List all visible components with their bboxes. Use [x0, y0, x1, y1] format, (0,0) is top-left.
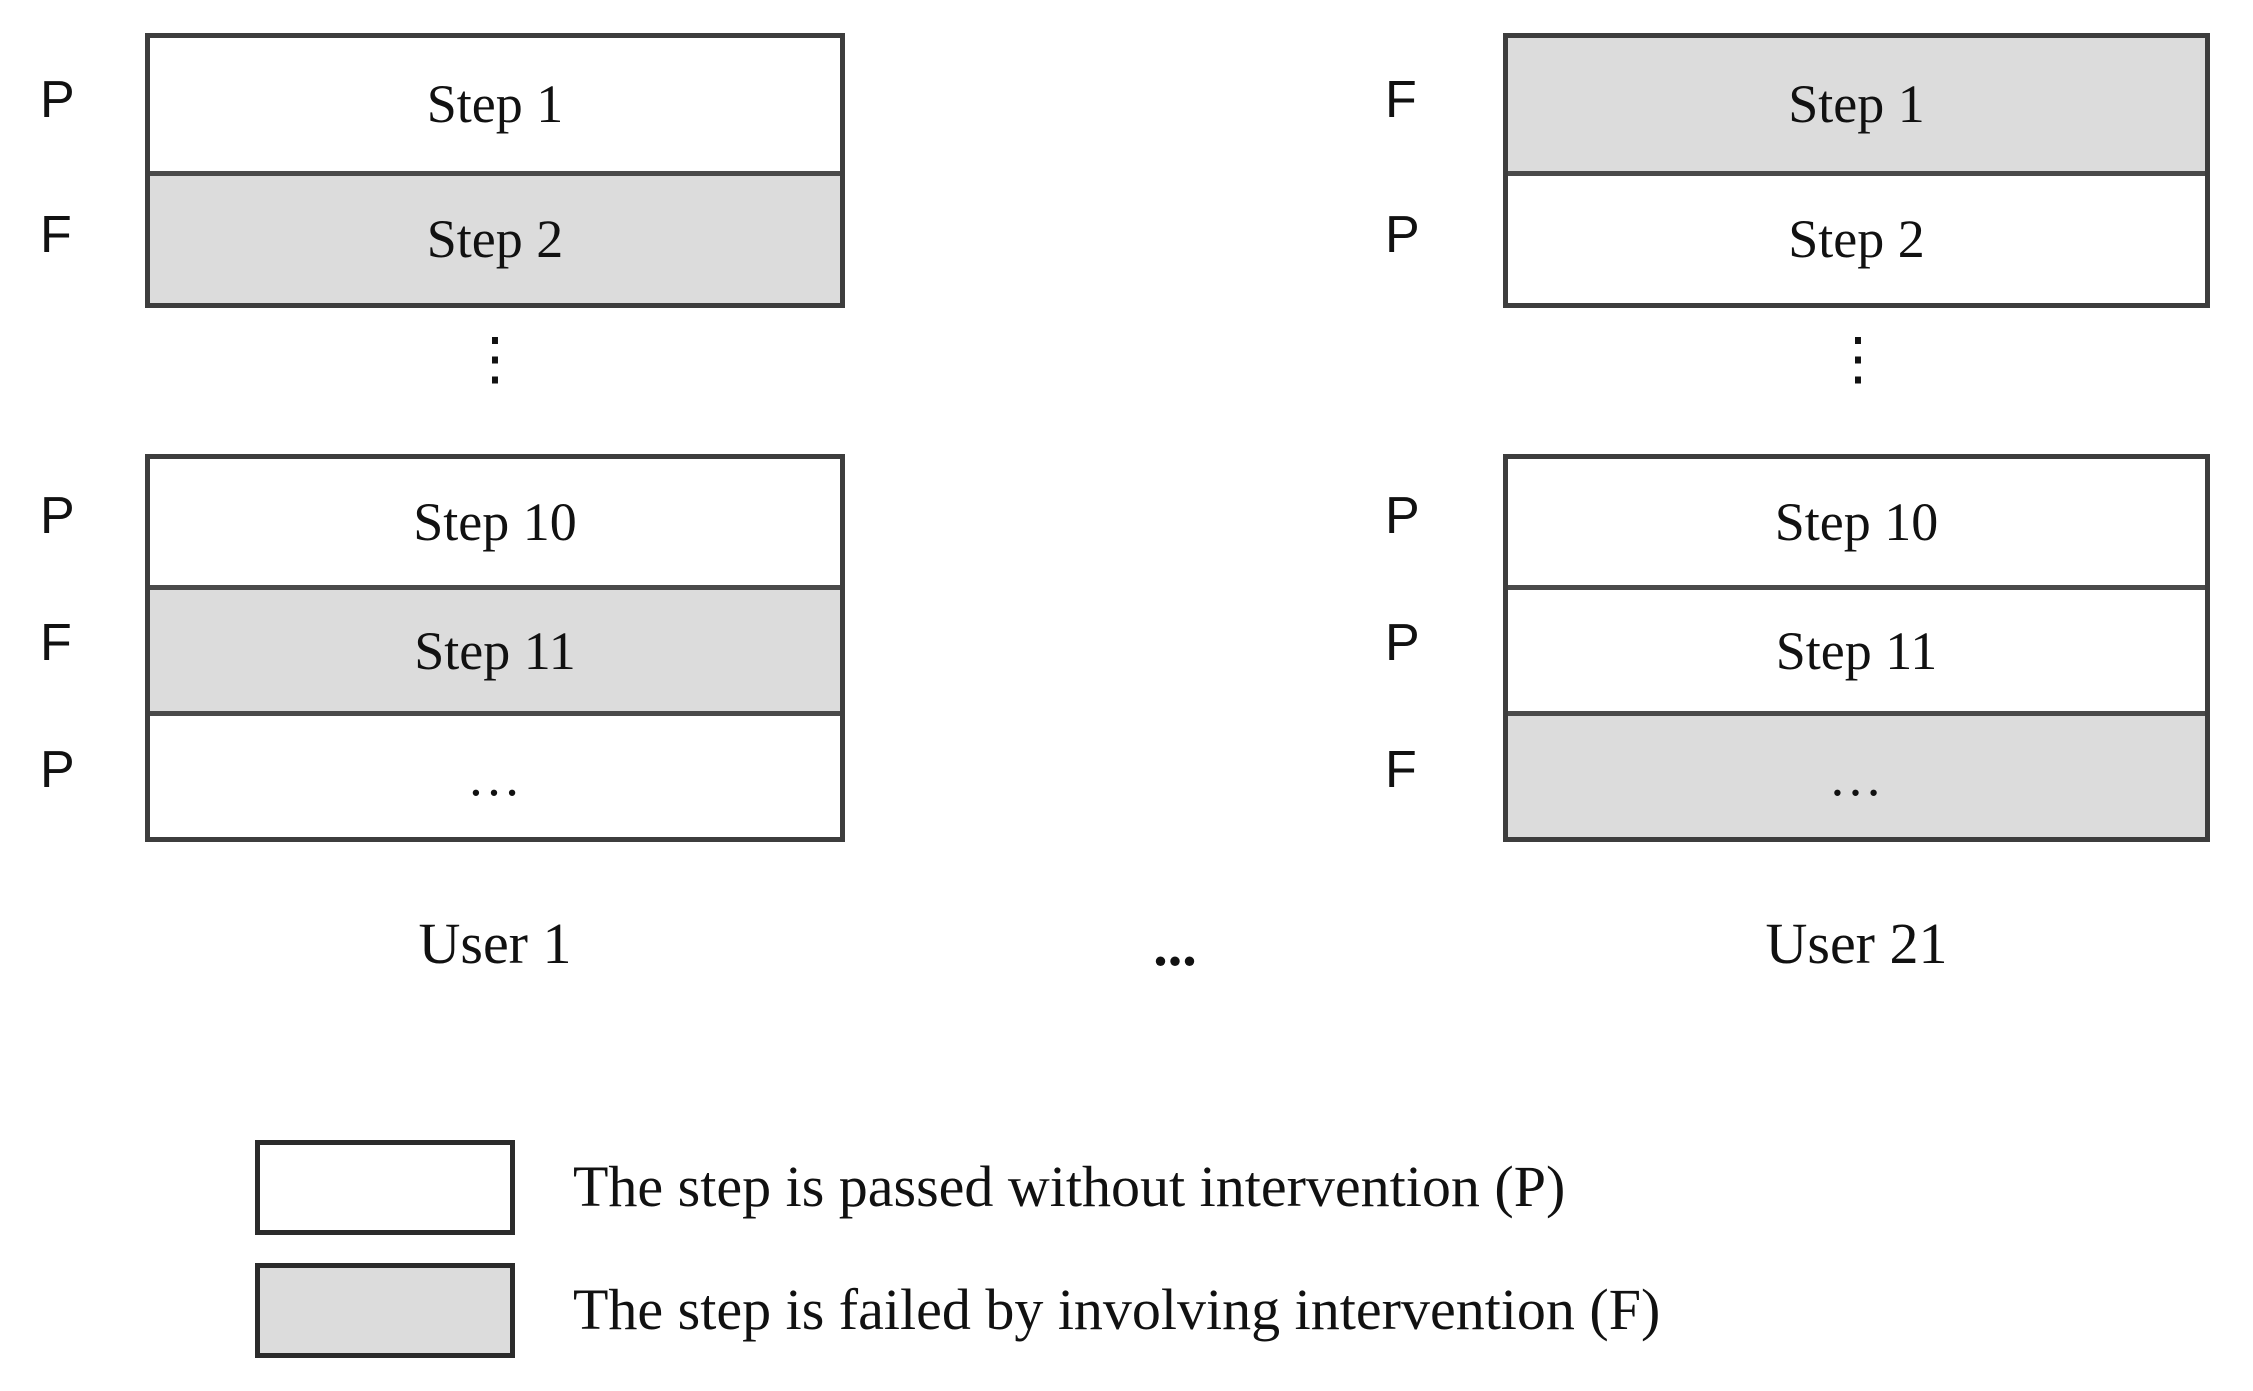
status-marker-p: P: [1385, 206, 1420, 264]
step-label: Step 11: [1775, 620, 1938, 681]
step-row[interactable]: Step 10: [1508, 459, 2205, 585]
step-block-top: Step 1 Step 2: [145, 33, 845, 308]
legend-swatch-failed: [255, 1263, 515, 1358]
step-block-bottom: Step 10 Step 11 …: [1503, 454, 2210, 842]
step-row[interactable]: Step 2: [1508, 170, 2205, 303]
user-column-21: F P Step 1 Step 2 ⋮ P P F Step 10 Step 1…: [1358, 0, 2253, 973]
step-row[interactable]: Step 11: [150, 585, 840, 711]
vertical-ellipsis-icon: ⋮: [466, 326, 524, 391]
legend-swatch-passed: [255, 1140, 515, 1235]
step-label: Step 1: [1788, 74, 1925, 135]
step-label: Step 10: [413, 492, 577, 552]
legend-item-passed: The step is passed without intervention …: [255, 1140, 2215, 1263]
step-block-top: Step 1 Step 2: [1503, 33, 2210, 308]
legend: The step is passed without intervention …: [255, 1140, 2215, 1386]
status-marker-p: P: [1385, 487, 1420, 545]
status-marker-p: P: [40, 487, 75, 545]
status-marker-p: P: [1385, 614, 1420, 672]
step-label: Step 2: [426, 209, 564, 270]
step-row[interactable]: …: [1508, 711, 2205, 837]
status-marker-f: F: [40, 206, 72, 264]
step-label: Step 10: [1774, 492, 1939, 552]
legend-label-failed: The step is failed by involving interven…: [573, 1277, 1661, 1342]
vertical-ellipsis-icon: ⋮: [1829, 326, 1887, 391]
step-row[interactable]: Step 1: [1508, 38, 2205, 171]
user-caption: User 21: [1765, 911, 1948, 976]
step-label: Step 1: [426, 74, 564, 135]
step-row[interactable]: Step 11: [1508, 585, 2205, 711]
between-users-ellipsis: ...: [1153, 913, 1197, 978]
step-block-bottom: Step 10 Step 11 …: [145, 454, 845, 842]
step-row[interactable]: Step 1: [150, 38, 840, 171]
step-row[interactable]: Step 10: [150, 459, 840, 585]
status-marker-p: P: [40, 71, 75, 129]
status-marker-f: F: [40, 614, 72, 672]
step-label: …: [1828, 746, 1885, 807]
status-marker-p: P: [40, 741, 75, 799]
legend-item-failed: The step is failed by involving interven…: [255, 1263, 2215, 1386]
user-caption: User 1: [418, 911, 572, 976]
step-row[interactable]: …: [150, 711, 840, 837]
step-label: Step 2: [1788, 209, 1925, 270]
legend-label-passed: The step is passed without intervention …: [573, 1154, 1566, 1219]
step-label: …: [467, 746, 523, 807]
step-row[interactable]: Step 2: [150, 170, 840, 303]
status-marker-f: F: [1385, 741, 1417, 799]
status-marker-f: F: [1385, 71, 1417, 129]
user-column-1: P F Step 1 Step 2 ⋮ P F P Step 10 Step 1…: [0, 0, 900, 973]
step-label: Step 11: [414, 620, 576, 681]
